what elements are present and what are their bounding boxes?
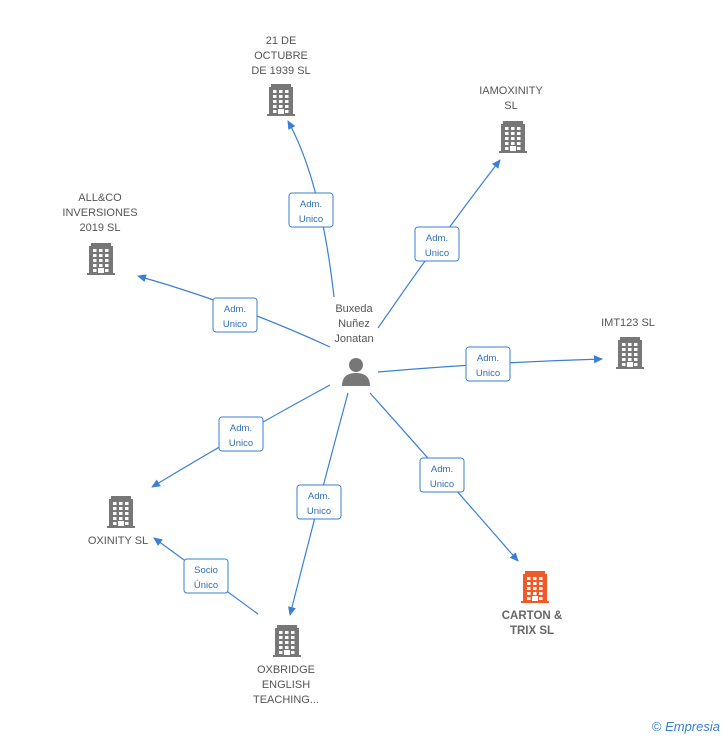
node-label-line: OXBRIDGE xyxy=(257,664,315,676)
edge-center-c21: Adm. Unico xyxy=(287,120,335,298)
edge-center-oxi: Adm. Unico xyxy=(151,384,331,488)
edge-role-text: Adm. xyxy=(431,464,453,475)
edge-role-label[interactable]: Adm. Unico xyxy=(465,346,511,382)
node-label-line: ENGLISH xyxy=(262,679,310,691)
edge-role-box xyxy=(183,558,229,594)
edges-layer: Adm.UnicoAdm.UnicoAdm.UnicoAdm.UnicoAdm.… xyxy=(137,120,603,616)
building-icon xyxy=(107,496,135,528)
edge-center-car: Adm. Unico xyxy=(369,392,519,562)
edge-role-text: Socio xyxy=(194,565,218,576)
company-name: ALL&CO INVERSIONES 2019 SL xyxy=(62,192,137,234)
edge-center-iam: Adm. Unico xyxy=(377,159,501,329)
company-name: OXINITY SL xyxy=(88,535,148,547)
node-label-line: Nuñez xyxy=(338,318,370,330)
node-company-car[interactable]: CARTON & TRIX SL xyxy=(502,571,562,637)
node-company-imt[interactable]: IMT123 SL xyxy=(601,317,655,369)
edge-center-oxb: Adm. Unico xyxy=(288,392,349,616)
node-company-c21[interactable]: 21 DE OCTUBRE DE 1939 SL xyxy=(251,35,311,116)
edge-role-label[interactable]: Adm. Unico xyxy=(218,416,264,452)
building-icon xyxy=(87,243,115,275)
building-icon xyxy=(616,337,644,369)
edge-role-label[interactable]: Adm. Unico xyxy=(419,457,465,493)
building-icon xyxy=(267,84,295,116)
edge-role-box xyxy=(288,192,334,228)
node-label-line: 2019 SL xyxy=(80,222,121,234)
edge-role-text: Unico xyxy=(229,438,253,449)
node-label-line: DE 1939 SL xyxy=(251,65,310,77)
copyright-symbol: © xyxy=(651,719,662,734)
node-label-line: 21 DE xyxy=(266,35,297,47)
edge-role-text: Unico xyxy=(476,368,500,379)
edge-role-text: Unico xyxy=(223,319,247,330)
edge-role-text: Unico xyxy=(307,506,331,517)
edge-role-box xyxy=(218,416,264,452)
edge-role-box xyxy=(465,346,511,382)
edge-role-text: Unico xyxy=(430,479,454,490)
edge-role-text: Adm. xyxy=(224,304,246,315)
edge-role-label[interactable]: Adm. Unico xyxy=(414,226,460,262)
edge-role-box xyxy=(414,226,460,262)
edge-role-text: Adm. xyxy=(426,233,448,244)
node-company-iam[interactable]: IAMOXINITY SL xyxy=(479,85,543,153)
company-name: IAMOXINITY SL xyxy=(479,85,543,112)
node-company-oxb[interactable]: OXBRIDGE ENGLISH TEACHING... xyxy=(253,625,319,706)
edge-role-box xyxy=(296,484,342,520)
node-company-all[interactable]: ALL&CO INVERSIONES 2019 SL xyxy=(62,192,138,275)
building-icon xyxy=(521,571,549,603)
company-name: 21 DE OCTUBRE DE 1939 SL xyxy=(251,35,310,77)
building-icon xyxy=(273,625,301,657)
node-label-line: OCTUBRE xyxy=(254,50,308,62)
edge-role-text: Único xyxy=(194,580,218,591)
edge-role-text: Adm. xyxy=(477,353,499,364)
brand-name: Empresia xyxy=(665,719,720,734)
node-label-line: TRIX SL xyxy=(510,625,554,637)
node-company-oxi[interactable]: OXINITY SL xyxy=(88,496,148,547)
node-label-line: INVERSIONES xyxy=(62,207,137,219)
node-label-line: IMT123 SL xyxy=(601,317,655,329)
building-icon xyxy=(499,121,527,153)
edge-role-label[interactable]: Adm. Unico xyxy=(212,297,258,333)
node-label-line: Buxeda xyxy=(335,303,373,315)
company-name: OXBRIDGE ENGLISH TEACHING... xyxy=(253,664,319,706)
person-icon xyxy=(342,358,370,386)
node-label-line: ALL&CO xyxy=(78,192,122,204)
edge-role-box xyxy=(212,297,258,333)
edge-center-all: Adm. Unico xyxy=(137,274,331,348)
edge-role-text: Unico xyxy=(425,248,449,259)
node-label-line: SL xyxy=(504,100,517,112)
edge-role-text: Unico xyxy=(299,214,323,225)
edge-role-label[interactable]: Adm. Unico xyxy=(288,192,334,228)
edge-role-box xyxy=(419,457,465,493)
node-label-line: Jonatan xyxy=(334,333,373,345)
node-label-line: OXINITY SL xyxy=(88,535,148,547)
edge-role-text: Adm. xyxy=(308,491,330,502)
edge-role-text: Adm. xyxy=(230,423,252,434)
footer-brand[interactable]: © Empresia xyxy=(652,719,720,734)
company-name: IMT123 SL xyxy=(601,317,655,329)
edge-center-imt: Adm. Unico xyxy=(377,346,603,382)
node-label-line: IAMOXINITY xyxy=(479,85,543,97)
company-name: CARTON & TRIX SL xyxy=(502,610,562,637)
edge-role-text: Adm. xyxy=(300,199,322,210)
node-label-line: CARTON & xyxy=(502,610,562,622)
node-label-line: TEACHING... xyxy=(253,694,319,706)
edge-role-label[interactable]: Adm. Unico xyxy=(296,484,342,520)
